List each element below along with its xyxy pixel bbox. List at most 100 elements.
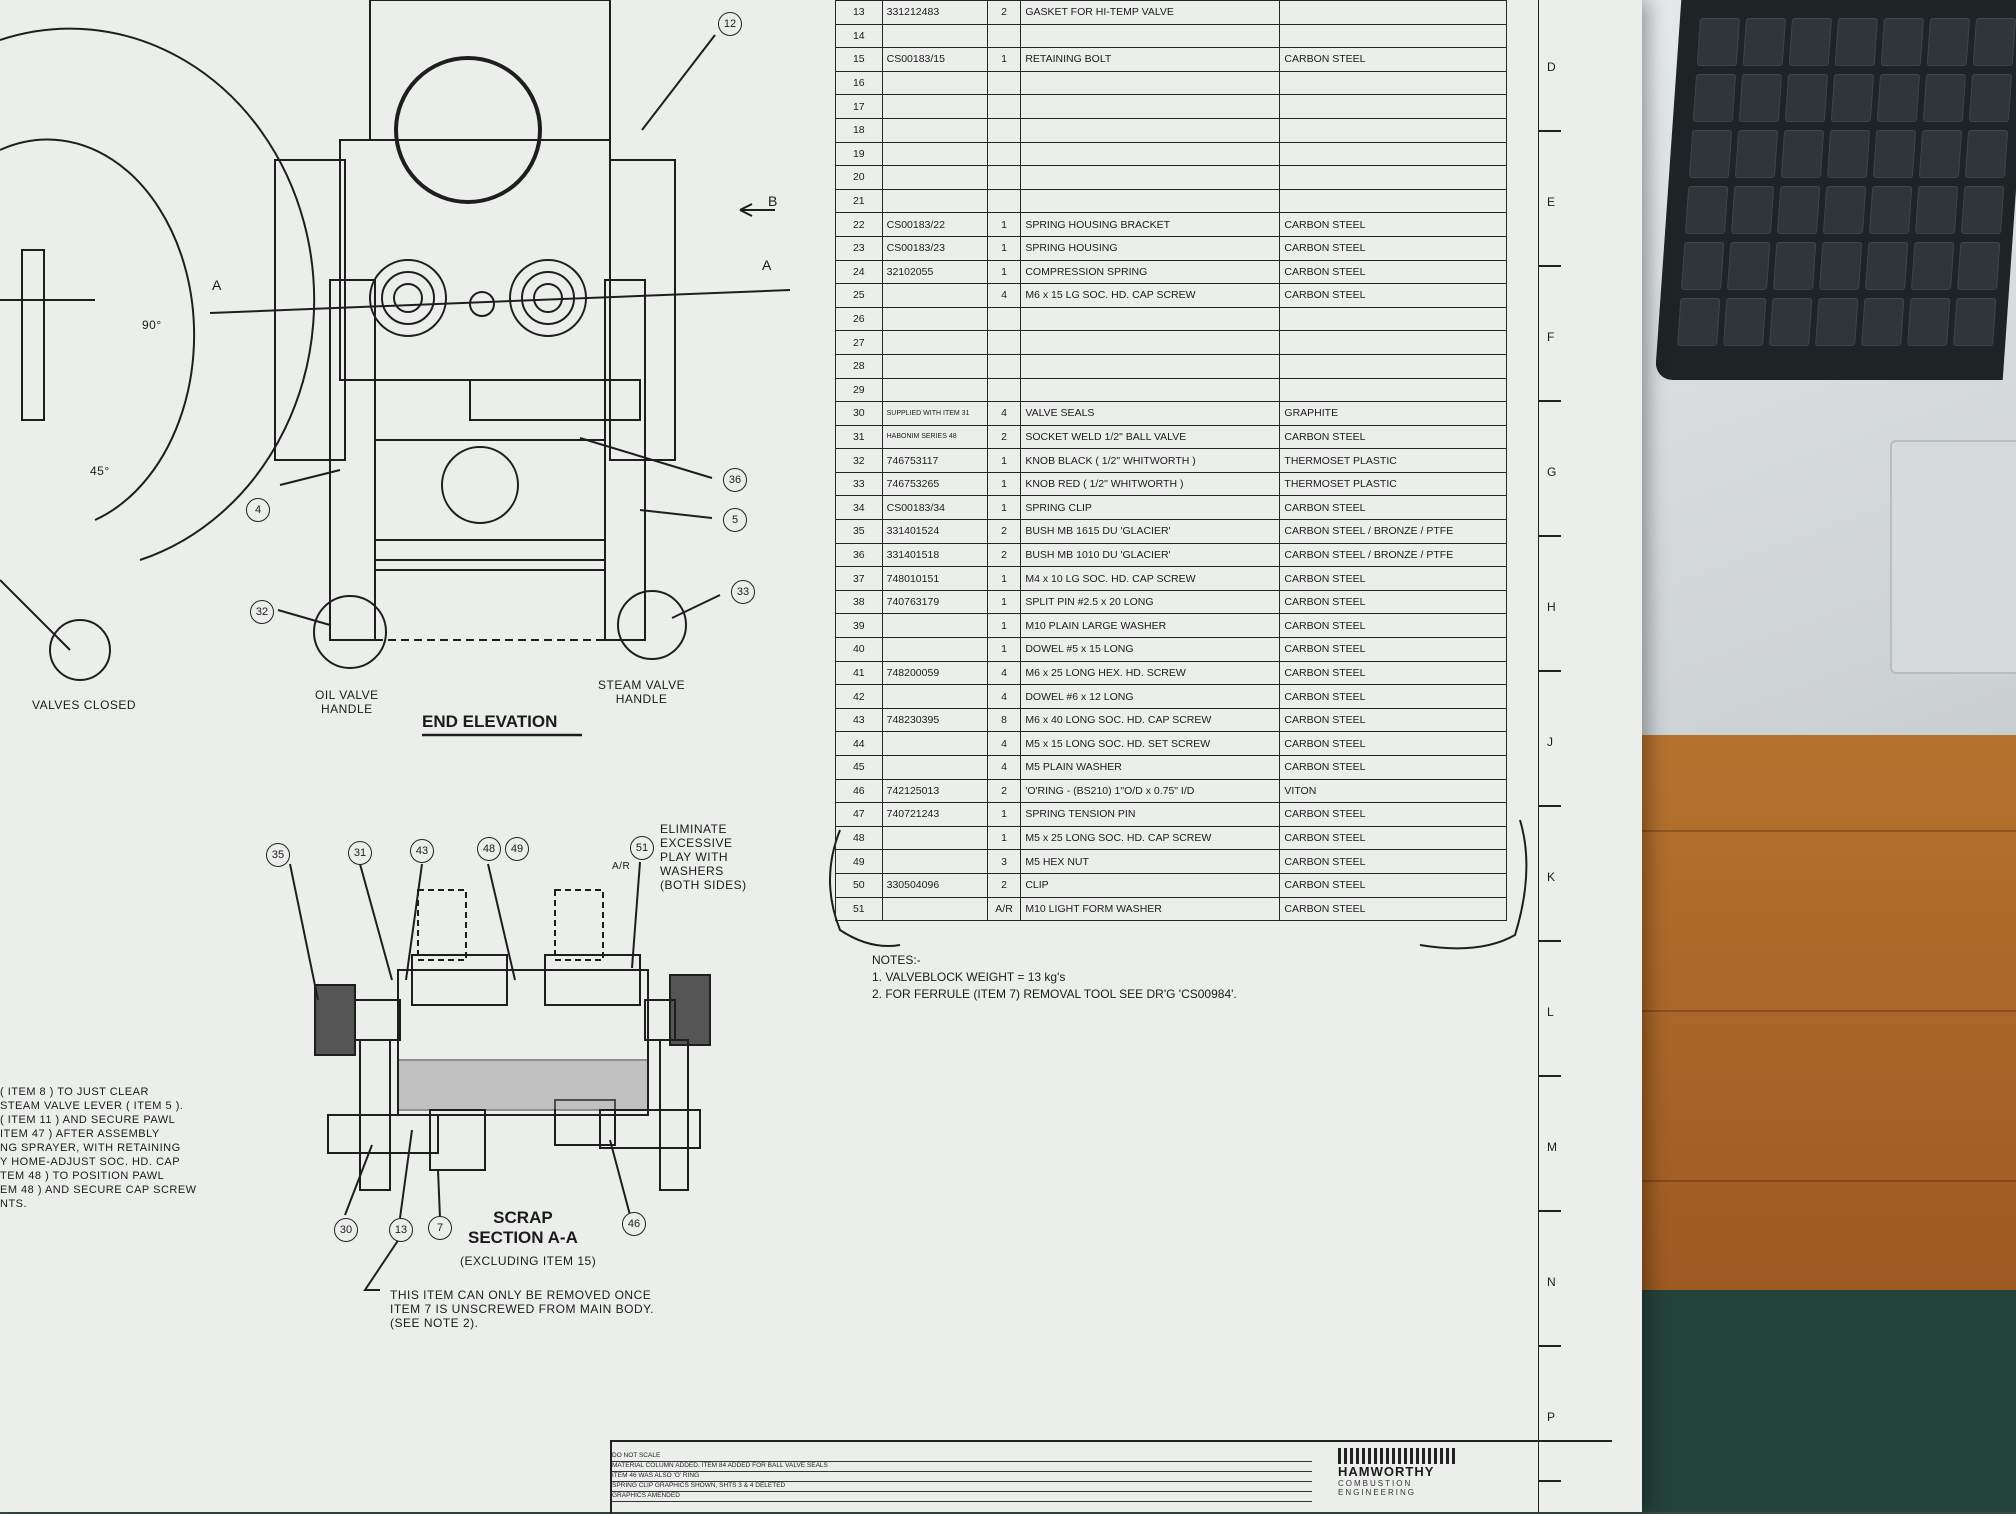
material-cell: CARBON STEEL [1279,707,1507,733]
keyboard-key [1688,130,1733,178]
quantity-cell: 4 [986,731,1022,756]
logo-brand: HAMWORTHY [1338,1464,1435,1479]
desk-grain [1600,1180,2016,1182]
parts-row: 19 [835,141,1507,167]
material-cell: CARBON STEEL [1279,637,1507,662]
part-number-cell [881,637,988,662]
part-number-cell: 748200059 [881,660,988,686]
part-number-cell: SUPPLIED WITH ITEM 31 [881,401,988,426]
parts-row: 16 [835,70,1507,96]
material-cell [1279,94,1507,119]
item-number-cell: 26 [835,306,883,332]
lower-block [374,439,606,561]
keyboard-key [1922,74,1967,122]
part-number-cell: CS00183/15 [881,47,988,72]
zone-tick [1539,535,1561,537]
quantity-cell: 1 [986,47,1022,72]
part-number-cell [881,755,988,780]
lower-spindle-left [327,1114,439,1154]
quantity-cell: 1 [986,802,1022,827]
part-number-cell: 742125013 [881,778,988,804]
logo-subtitle: COMBUSTION ENGINEERING [1338,1479,1417,1497]
part-number-cell: 331401524 [881,519,988,544]
callout-43: 43 [410,839,434,863]
keyboard-key [1769,298,1813,346]
keyboard-key [1776,186,1821,234]
description-cell: M10 LIGHT FORM WASHER [1020,896,1281,922]
part-number-cell [881,731,988,756]
quantity-cell [986,23,1022,49]
part-number-cell [881,283,988,308]
valves-closed-label: VALVES CLOSED [32,698,137,712]
scrap-section-subtitle: (EXCLUDING ITEM 15) [460,1254,597,1268]
zone-letter: E [1547,195,1556,209]
company-logo: HAMWORTHY COMBUSTION ENGINEERING [1338,1448,1458,1497]
note-1: 1. VALVEBLOCK WEIGHT = 13 kg's [872,970,1066,984]
revision-line: MATERIAL COLUMN ADDED. ITEM 84 ADDED FOR… [612,1462,1312,1472]
item-number-cell: 22 [835,212,883,237]
zone-letter: J [1547,735,1553,749]
description-cell: M5 x 25 LONG SOC. HD. CAP SCREW [1020,825,1281,851]
desk-grain [1600,1010,2016,1012]
part-number-cell: 746753117 [881,448,988,473]
item-number-cell: 23 [835,235,883,261]
callout-51: 51 [630,836,654,860]
material-cell: VITON [1279,778,1507,804]
quantity-cell [986,306,1022,332]
section-marker-a: A [212,277,222,293]
keyboard-key [1957,242,2001,290]
item-number-cell: 41 [835,660,883,686]
description-cell: RETAINING BOLT [1020,47,1281,72]
item-number-cell: 34 [835,495,883,521]
zone-letter: L [1547,1005,1554,1019]
description-cell [1020,70,1281,96]
keyboard-key [1865,242,1909,290]
part-number-cell: CS00183/23 [881,235,988,261]
item-number-cell: 39 [835,613,883,639]
zone-tick [1539,1345,1561,1347]
keyboard-key [1815,298,1859,346]
oil-valve-handle-label: OIL VALVE HANDLE [315,688,379,716]
material-cell: CARBON STEEL [1279,825,1507,851]
table-brace-left [829,829,901,947]
material-cell: CARBON STEEL [1279,613,1507,639]
part-number-cell [881,306,988,332]
callout-49: 49 [505,837,529,861]
material-cell: CARBON STEEL [1279,47,1507,72]
keyboard-key [1692,74,1737,122]
notes-block: NOTES:- 1. VALVEBLOCK WEIGHT = 13 kg's 2… [872,952,1237,1003]
keyboard-key [1822,186,1867,234]
steam-valve-handle-knob [617,590,687,660]
note-2: 2. FOR FERRULE (ITEM 7) REMOVAL TOOL SEE… [872,987,1237,1001]
left-valve-port [369,259,447,337]
material-cell: CARBON STEEL [1279,212,1507,237]
quantity-cell: 4 [986,401,1022,426]
part-number-cell: 748010151 [881,566,988,591]
item-number-cell: 51 [835,896,883,922]
part-number-cell: CS00183/34 [881,495,988,521]
description-cell: BUSH MB 1010 DU 'GLACIER' [1020,542,1281,568]
quantity-cell [986,117,1022,143]
part-number-cell [881,896,988,922]
removal-note: THIS ITEM CAN ONLY BE REMOVED ONCE ITEM … [390,1288,654,1330]
item-number-cell: 42 [835,684,883,709]
description-cell: M6 x 40 LONG SOC. HD. CAP SCREW [1020,707,1281,733]
material-cell: THERMOSET PLASTIC [1279,471,1507,497]
part-number-cell [881,141,988,167]
zone-letter: K [1547,870,1556,884]
revision-line: SPRING CLIP GRAPHICS SHOWN, SHTS 3 & 4 D… [612,1482,1312,1492]
zone-tick [1539,670,1561,672]
material-cell: THERMOSET PLASTIC [1279,448,1507,473]
valve-closed-knob [49,619,111,681]
material-cell: CARBON STEEL [1279,684,1507,709]
keyboard-key [1730,186,1775,234]
quantity-cell [986,94,1022,119]
right-leg [604,279,646,641]
quantity-cell: 4 [986,660,1022,686]
revision-line: GRAPHICS AMENDED [612,1492,1312,1502]
description-cell [1020,94,1281,119]
wooden-desk [1600,735,2016,1295]
